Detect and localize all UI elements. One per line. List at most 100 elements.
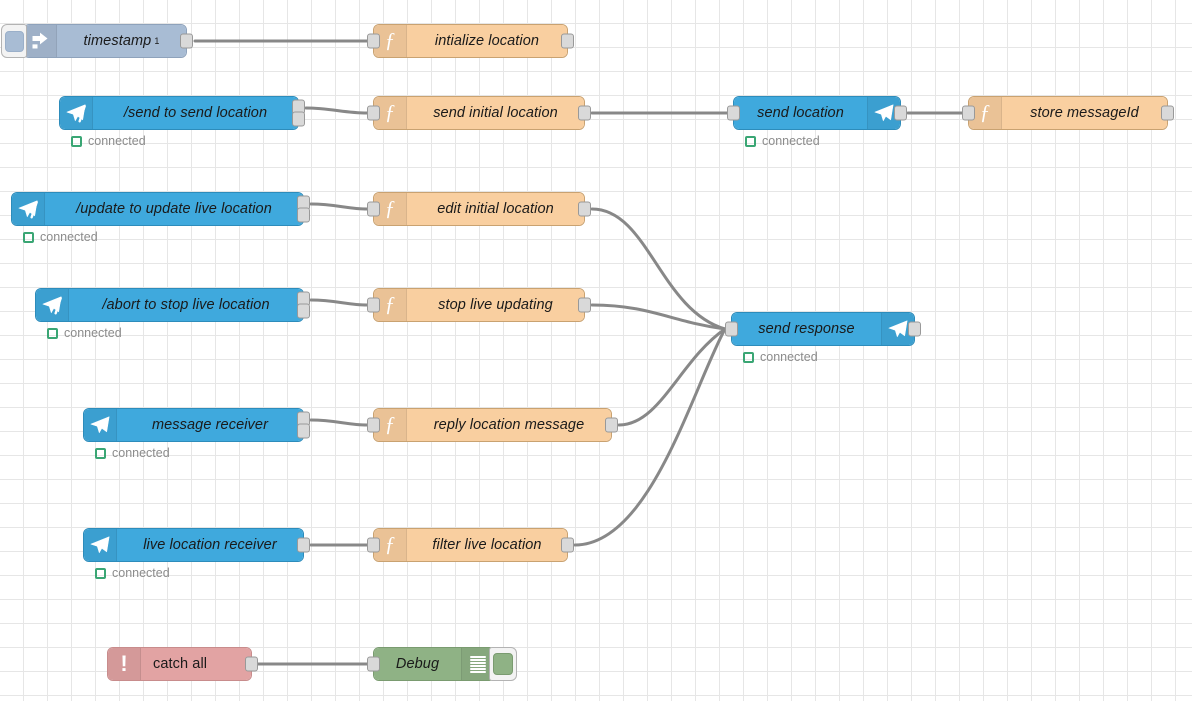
output-port-2[interactable] xyxy=(292,111,305,127)
output-port[interactable] xyxy=(578,297,591,313)
input-port[interactable] xyxy=(367,656,380,672)
debug-toggle-icon xyxy=(493,653,513,675)
telegram-send-icon xyxy=(887,318,909,340)
wire-update-command-to-edit-initial-location[interactable] xyxy=(309,202,369,211)
output-port[interactable] xyxy=(578,105,591,121)
node-catch-all[interactable]: ! catch all xyxy=(107,647,258,681)
node-update-command[interactable]: /update to update live location xyxy=(11,192,310,226)
wire-edit-initial-location-to-send-response[interactable] xyxy=(590,207,727,331)
node-label: Debug xyxy=(395,656,440,672)
wire-stop-live-updating-to-send-response[interactable] xyxy=(590,303,727,331)
node-label: send response xyxy=(758,321,855,337)
status-dot-icon xyxy=(745,135,756,147)
input-port[interactable] xyxy=(962,105,975,121)
node-send-location[interactable]: send location xyxy=(727,96,907,130)
output-port[interactable] xyxy=(561,537,574,553)
arrow-right-icon xyxy=(30,31,50,51)
status-label: connected xyxy=(64,326,122,340)
output-port-2[interactable] xyxy=(297,303,310,319)
node-label: catch all xyxy=(153,656,208,672)
exclamation-icon: ! xyxy=(120,651,128,676)
status-label: connected xyxy=(88,134,146,148)
input-port[interactable] xyxy=(367,537,380,553)
node-body: message receiver xyxy=(84,409,303,441)
status-badge: connected xyxy=(95,446,170,460)
status-dot-icon xyxy=(743,351,754,363)
status-label: connected xyxy=(112,446,170,460)
telegram-plain-icon xyxy=(89,414,111,436)
status-badge: connected xyxy=(745,134,820,148)
node-debug[interactable]: Debug xyxy=(367,647,517,681)
status-dot-icon xyxy=(71,135,82,147)
function-f-icon: ƒ xyxy=(384,100,396,124)
debug-enable-toggle[interactable] xyxy=(489,647,517,681)
input-port[interactable] xyxy=(725,321,738,337)
input-port[interactable] xyxy=(367,297,380,313)
output-port-2[interactable] xyxy=(297,207,310,223)
output-port[interactable] xyxy=(1161,105,1174,121)
node-message-receiver[interactable]: message receiver xyxy=(83,408,310,442)
status-dot-icon xyxy=(95,567,106,579)
output-port-2[interactable] xyxy=(297,423,310,439)
node-label: /send to send location xyxy=(123,105,268,121)
input-port[interactable] xyxy=(367,417,380,433)
node-live-location-receiver[interactable]: live location receiver xyxy=(83,528,310,562)
node-send-response[interactable]: send response xyxy=(725,312,921,346)
node-label: /abort to stop live location xyxy=(102,297,270,313)
output-port[interactable] xyxy=(605,417,618,433)
status-dot-icon xyxy=(95,447,106,459)
node-icon-container xyxy=(60,97,93,129)
wire-send-command-to-send-initial-location[interactable] xyxy=(304,106,369,115)
status-badge: connected xyxy=(95,566,170,580)
status-label: connected xyxy=(760,350,818,364)
node-send-initial-location[interactable]: ƒ send initial location xyxy=(367,96,591,130)
telegram-send-icon xyxy=(873,102,895,124)
node-body: live location receiver xyxy=(84,529,303,561)
node-label: send initial location xyxy=(433,105,558,121)
node-label: edit initial location xyxy=(437,201,554,217)
telegram-command-icon xyxy=(41,294,63,316)
function-f-icon: ƒ xyxy=(384,28,396,52)
node-label-superscript: 1 xyxy=(154,36,160,46)
output-port[interactable] xyxy=(180,33,193,49)
input-port[interactable] xyxy=(367,33,380,49)
node-body: ƒ filter live location xyxy=(374,529,567,561)
function-f-icon: ƒ xyxy=(384,532,396,556)
wire-reply-location-message-to-send-response[interactable] xyxy=(617,327,727,427)
status-badge: connected xyxy=(47,326,122,340)
node-send-command[interactable]: /send to send location xyxy=(59,96,305,130)
output-port[interactable] xyxy=(297,537,310,553)
inject-trigger-button[interactable] xyxy=(1,24,27,58)
node-label: store messageId xyxy=(1030,105,1139,121)
status-label: connected xyxy=(40,230,98,244)
node-body: send location xyxy=(734,97,900,129)
input-port[interactable] xyxy=(727,105,740,121)
telegram-command-icon xyxy=(17,198,39,220)
wire-abort-command-to-stop-live-updating[interactable] xyxy=(309,298,369,307)
output-port[interactable] xyxy=(894,105,907,121)
output-port[interactable] xyxy=(908,321,921,337)
node-body: ! catch all xyxy=(108,648,251,680)
node-abort-command[interactable]: /abort to stop live location xyxy=(35,288,310,322)
node-filter-live-location[interactable]: ƒ filter live location xyxy=(367,528,574,562)
input-port[interactable] xyxy=(367,201,380,217)
input-port[interactable] xyxy=(367,105,380,121)
output-port[interactable] xyxy=(245,656,258,672)
output-port[interactable] xyxy=(561,33,574,49)
node-icon-container: ! xyxy=(108,648,141,680)
output-port[interactable] xyxy=(578,201,591,217)
node-label: filter live location xyxy=(432,537,542,553)
node-body: send response xyxy=(732,313,914,345)
wire-message-receiver-to-reply-location-message[interactable] xyxy=(309,418,369,427)
